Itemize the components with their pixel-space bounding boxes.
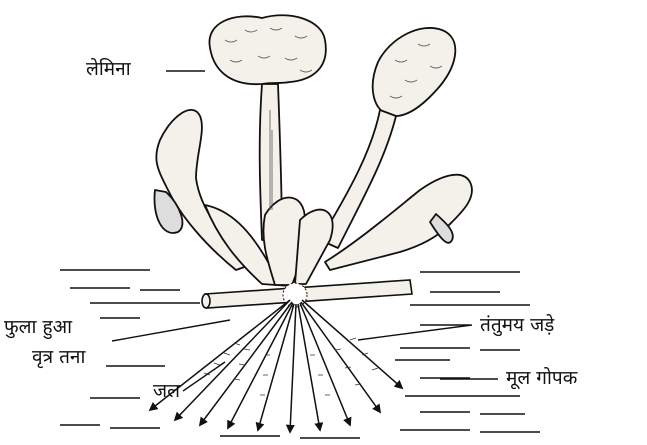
label-fibrous-roots: तंतुमय जड़े [480, 316, 554, 335]
label-swollen-stem-line1: फुला हुआ [4, 318, 72, 337]
leaves [154, 15, 472, 286]
label-root-pocket: मूल गोपक [506, 369, 577, 388]
label-lamina: लेमिना [86, 60, 131, 79]
label-swollen-stem-line2: वृत्र तना [32, 348, 85, 367]
label-water: जल [153, 382, 180, 401]
roots [150, 300, 402, 432]
